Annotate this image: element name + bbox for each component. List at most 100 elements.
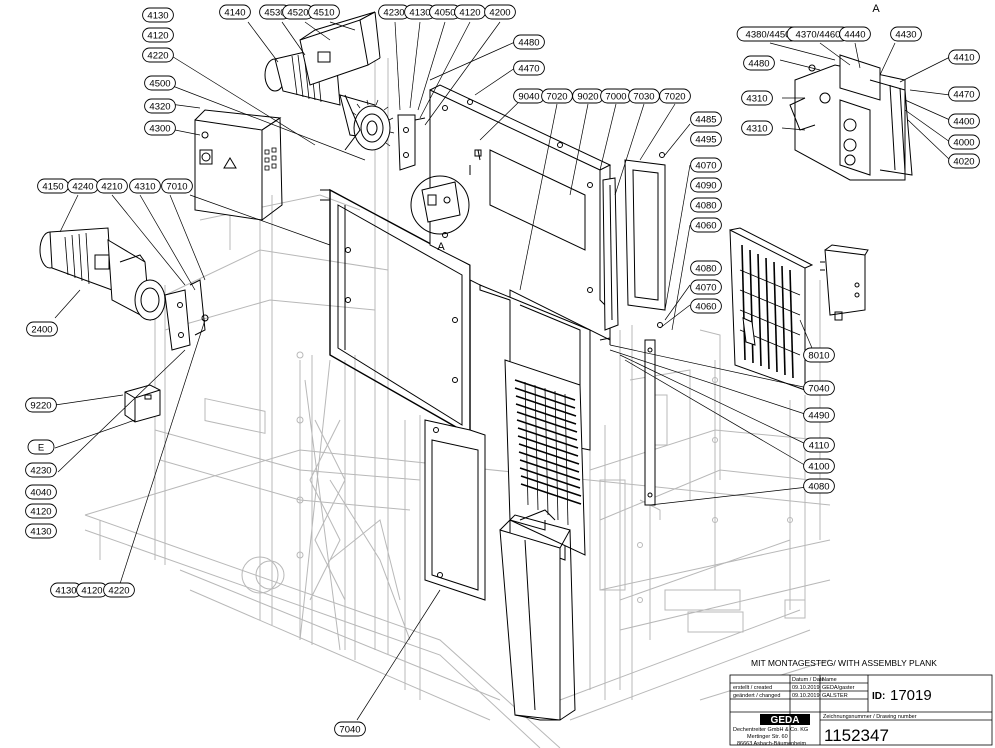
part-balloon-9040: 9040 <box>513 88 545 104</box>
control-box <box>194 109 283 221</box>
part-balloon-4200: 4200 <box>484 4 516 20</box>
tb-created-label: erstellt / created <box>733 685 772 691</box>
detail-callout-circle <box>410 175 470 235</box>
tb-city: 86663 Asbach-Bäumenheim <box>737 741 807 747</box>
guide-rail <box>599 337 656 506</box>
part-balloon-label: 9020 <box>577 91 598 102</box>
title-caption: MIT MONTAGESTEG/ WITH ASSEMBLY PLANK <box>751 658 937 668</box>
part-balloon-4130: 4130 <box>25 523 57 539</box>
part-balloon-label: 4120 <box>147 30 168 41</box>
part-balloon-label: 4440 <box>844 29 865 40</box>
tb-header-name: Name <box>822 677 837 683</box>
part-balloon-4495: 4495 <box>690 131 722 147</box>
part-balloon-label: 4070 <box>695 160 716 171</box>
part-balloon-7040: 7040 <box>803 380 835 396</box>
part-balloon-4440: 4440 <box>839 26 871 42</box>
part-balloon-e: E <box>27 439 55 455</box>
part-balloon-label: 9220 <box>30 400 51 411</box>
part-balloon-4430: 4430 <box>890 26 922 42</box>
part-balloon-label: 4500 <box>149 78 170 89</box>
detail-view-A <box>789 54 913 181</box>
part-balloon-label: 4370/4460 <box>796 29 841 40</box>
hoist-motor-left <box>39 227 209 351</box>
part-balloon-label: 4130 <box>147 10 168 21</box>
part-balloon-4120: 4120 <box>25 503 57 519</box>
part-balloon-9220: 9220 <box>25 397 57 413</box>
tb-header-date: Datum / Date <box>792 677 824 683</box>
ghost-structure <box>84 58 831 748</box>
part-balloon-4090: 4090 <box>690 177 722 193</box>
part-balloon-label: 4120 <box>81 585 102 596</box>
part-balloon-label: 4495 <box>695 134 716 145</box>
part-balloon-label: 7020 <box>664 91 685 102</box>
part-balloon-label: 4310 <box>746 123 767 134</box>
grille-door-center <box>504 359 586 556</box>
part-balloon-4210: 4210 <box>96 178 128 194</box>
part-balloon-4490: 4490 <box>803 407 835 423</box>
grille-door-right <box>729 227 814 391</box>
part-balloon-label: 4020 <box>953 156 974 167</box>
part-balloon-label: 8010 <box>808 350 829 361</box>
part-balloon-label: 4110 <box>809 440 829 451</box>
part-balloon-4480: 4480 <box>513 34 545 50</box>
tb-changed-name: GALSTER <box>822 693 848 699</box>
tall-cover-lower <box>499 509 576 721</box>
tb-created-name: GEDA/gaster <box>822 685 855 691</box>
part-balloon-label: E <box>38 442 44 453</box>
part-balloon-label: 4140 <box>224 7 245 18</box>
part-balloon-label: 4120 <box>30 506 51 517</box>
part-balloon-label: 4050 <box>434 7 455 18</box>
part-balloon-label: 4150 <box>42 181 63 192</box>
part-balloon-2400: 2400 <box>26 321 58 337</box>
part-balloon-4070: 4070 <box>690 157 722 173</box>
part-balloon-label: 4480 <box>748 58 769 69</box>
part-balloon-label: 4220 <box>108 585 129 596</box>
part-balloon-label: 4430 <box>895 29 916 40</box>
tb-street: Mertinger Str. 60 <box>747 734 788 740</box>
part-balloon-label: 4130 <box>409 7 430 18</box>
part-balloon-label: 4520 <box>287 7 308 18</box>
part-balloon-7040: 7040 <box>334 721 366 737</box>
tb-drawing-number: 1152347 <box>824 726 889 745</box>
part-balloon-label: 4240 <box>72 181 93 192</box>
part-balloon-4060: 4060 <box>690 217 722 233</box>
part-balloon-7000: 7000 <box>600 88 632 104</box>
part-balloon-4310: 4310 <box>129 178 161 194</box>
part-balloon-4100: 4100 <box>803 458 835 474</box>
part-balloon-9020: 9020 <box>572 88 604 104</box>
part-balloon-label: 4080 <box>695 200 716 211</box>
part-balloon-8010: 8010 <box>803 347 835 363</box>
part-balloon-7020: 7020 <box>541 88 573 104</box>
part-balloon-label: 4230 <box>30 465 51 476</box>
part-balloon-label: 7040 <box>808 383 829 394</box>
tb-id-label: ID: <box>872 691 885 702</box>
part-balloon-4240: 4240 <box>67 178 99 194</box>
part-balloon-label: 2400 <box>31 324 52 335</box>
side-cabinet <box>820 244 869 321</box>
tb-changed-label: geändert / changed <box>733 693 780 699</box>
switch-bracket <box>397 114 426 171</box>
part-balloon-label: 4230 <box>383 7 404 18</box>
detail-callout-letter: A <box>437 241 445 253</box>
part-balloon-4120: 4120 <box>142 27 174 43</box>
part-balloon-4500: 4500 <box>144 75 176 91</box>
part-balloon-4480: 4480 <box>743 55 775 71</box>
part-balloon-7020: 7020 <box>659 88 691 104</box>
part-balloon-label: 4060 <box>695 220 716 231</box>
part-balloon-label: 4480 <box>518 37 539 48</box>
part-balloon-label: 4060 <box>695 301 716 312</box>
detail-view-letter: A <box>872 3 880 15</box>
tb-id-value: 17019 <box>890 687 932 704</box>
brake-box <box>124 384 161 423</box>
part-balloon-label: 4380/4450 <box>746 29 791 40</box>
part-balloon-4130: 4130 <box>142 7 174 23</box>
part-balloon-4020: 4020 <box>948 153 980 169</box>
part-balloon-4230: 4230 <box>25 462 57 478</box>
part-balloon-label: 4320 <box>149 101 170 112</box>
part-balloon-label: 4530 <box>264 7 285 18</box>
part-balloon-label: 4090 <box>695 180 716 191</box>
part-balloon-label: 4310 <box>746 93 767 104</box>
part-balloon-4510: 4510 <box>308 4 340 20</box>
